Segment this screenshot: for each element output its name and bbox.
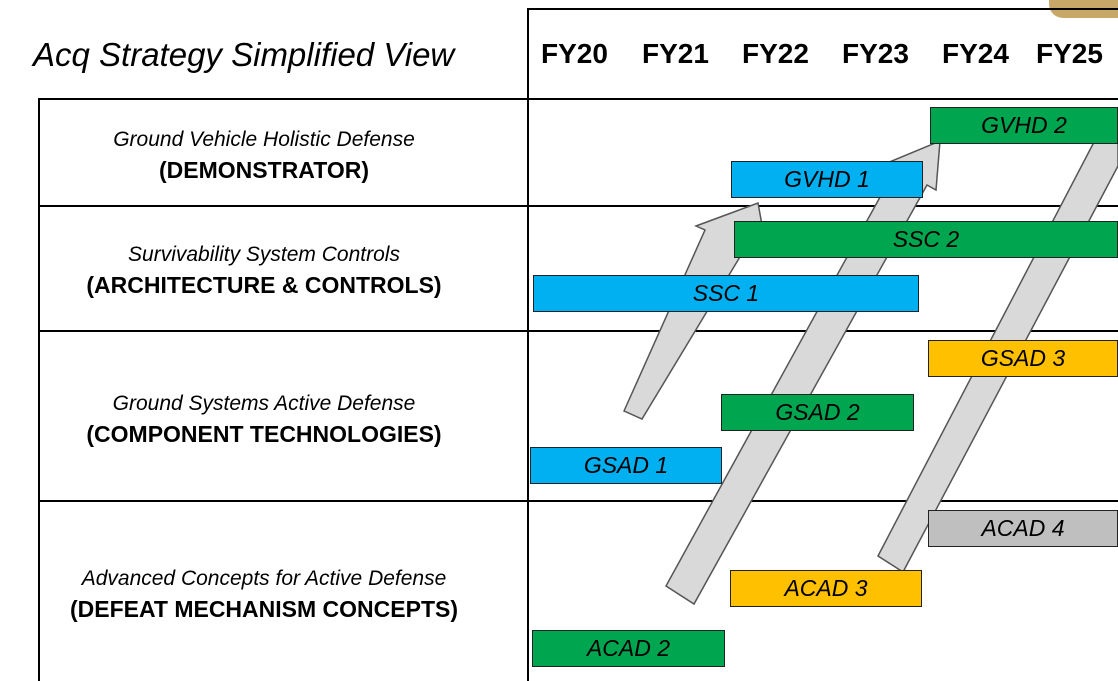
bar-gsad1: GSAD 1 (530, 447, 722, 484)
divider-header (38, 98, 1118, 100)
row-category: (DEFEAT MECHANISM CONCEPTS) (69, 596, 458, 622)
row-category: (DEMONSTRATOR) (159, 157, 369, 183)
bar-gvhd2: GVHD 2 (930, 107, 1118, 144)
bar-gsad3: GSAD 3 (928, 340, 1118, 377)
year-fy21: FY21 (642, 38, 709, 69)
row-name: Ground Systems Active Defense (112, 392, 416, 415)
row-category: (ARCHITECTURE & CONTROLS) (86, 272, 442, 298)
row-label-architecture: Survivability System Controls (ARCHITECT… (0, 243, 528, 299)
bar-ssc1: SSC 1 (533, 275, 919, 312)
row-label-demonstrator: Ground Vehicle Holistic Defense (DEMONST… (0, 128, 528, 184)
bar-acad2: ACAD 2 (532, 630, 725, 667)
bar-gsad2: GSAD 2 (721, 394, 914, 431)
divider-row-1 (38, 205, 1118, 207)
bar-ssc2: SSC 2 (734, 221, 1118, 258)
divider-row-2 (38, 330, 1118, 332)
year-fy22: FY22 (742, 38, 809, 69)
page-title: Acq Strategy Simplified View (33, 36, 455, 73)
row-label-defeat: Advanced Concepts for Active Defense (DE… (0, 567, 528, 623)
divider-top (527, 8, 1118, 10)
row-name: Ground Vehicle Holistic Defense (113, 128, 415, 151)
year-fy20: FY20 (541, 38, 608, 69)
bar-gvhd1: GVHD 1 (731, 161, 923, 198)
year-fy23: FY23 (842, 38, 909, 69)
row-name: Survivability System Controls (128, 243, 400, 266)
year-fy25: FY25 (1036, 38, 1103, 69)
divider-row-3 (38, 500, 1118, 502)
year-fy24: FY24 (942, 38, 1009, 69)
divider-left (38, 98, 40, 681)
bar-acad4: ACAD 4 (928, 510, 1118, 547)
row-label-component: Ground Systems Active Defense (COMPONENT… (0, 392, 528, 448)
bar-acad3: ACAD 3 (730, 570, 922, 607)
row-category: (COMPONENT TECHNOLOGIES) (86, 421, 442, 447)
row-name: Advanced Concepts for Active Defense (81, 567, 447, 590)
divider-vertical (527, 8, 529, 681)
